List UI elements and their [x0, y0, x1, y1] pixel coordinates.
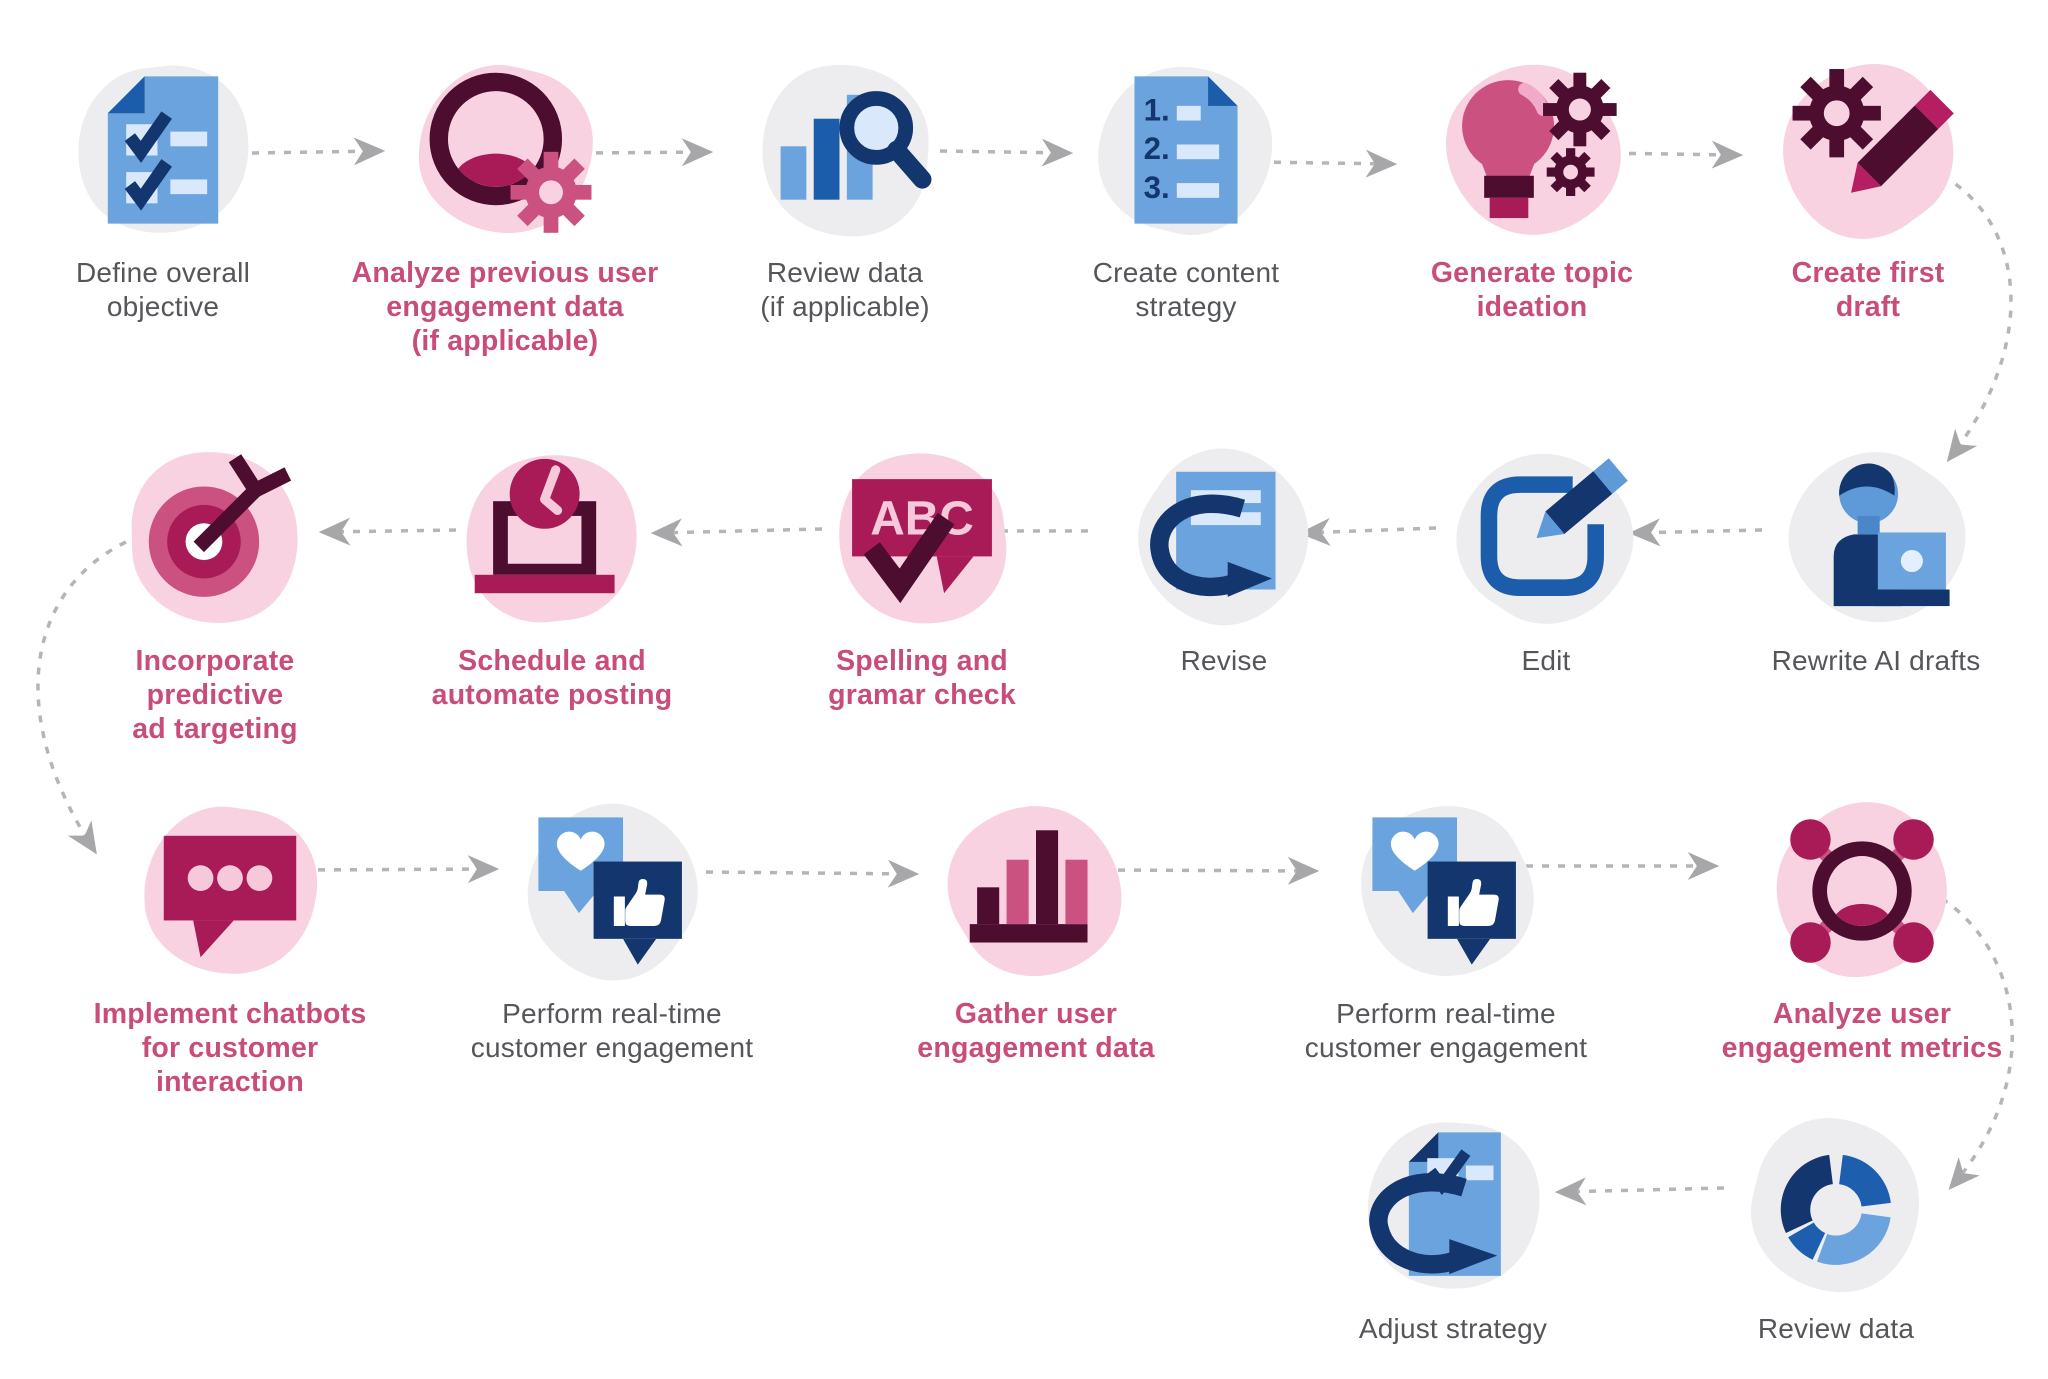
abc-check-bubble-icon: ABC — [839, 453, 1007, 624]
bar-chart-icon — [947, 806, 1122, 977]
step-label: Perform real-time customer engagement — [470, 998, 754, 1063]
step-label: Review data (if applicable) — [760, 257, 930, 322]
step-implement-chatbots: Implement chatbots for customer interact… — [30, 799, 430, 1100]
arrow-2-3 — [579, 138, 714, 167]
step-label: Gather user engagement data — [917, 998, 1155, 1065]
person-laptop-icon — [1788, 452, 1966, 623]
lightbulb-gears-icon — [1446, 64, 1621, 235]
arrow-5-6 — [1596, 140, 1744, 169]
arrow-6-7 — [1927, 166, 2013, 463]
arrow-10-11 — [650, 518, 823, 547]
svg-text:2.: 2. — [1144, 131, 1170, 166]
arrow-12-13 — [36, 540, 127, 855]
step-gather-engagement-data: Gather user engagement data — [836, 799, 1236, 1065]
step-review-data-2: Review data — [1636, 1114, 2036, 1346]
arrow-14-15 — [705, 859, 920, 888]
heart-thumbsup-bubbles-icon — [1361, 806, 1534, 976]
step-label: Implement chatbots for customer interact… — [93, 998, 367, 1099]
step-label: Spelling and gramar check — [828, 645, 1016, 712]
step-label: Generate topic ideation — [1430, 257, 1634, 324]
step-define-overall-objective: Define overall objective — [0, 58, 363, 323]
numbered-list-document-icon: 1. 2. 3. — [1098, 66, 1273, 236]
user-gear-icon — [418, 64, 593, 234]
arrow-11-12 — [318, 517, 457, 546]
person-network-icon — [1776, 802, 1947, 977]
step-label: Perform real-time customer engagement — [1304, 998, 1588, 1063]
arrow-15-16 — [1101, 856, 1320, 885]
svg-text:3.: 3. — [1144, 170, 1170, 205]
arrow-1-2 — [251, 137, 386, 166]
step-realtime-engagement-2: Perform real-time customer engagement — [1246, 799, 1646, 1064]
checklist-document-icon — [78, 65, 249, 233]
step-label: Edit — [1521, 645, 1571, 676]
document-check-loop-arrow-icon — [1367, 1122, 1540, 1289]
step-label: Analyze previous user engagement data (i… — [351, 257, 659, 358]
step-analyze-engagement-metrics: Analyze user engagement metrics — [1662, 799, 2048, 1065]
svg-text:1.: 1. — [1144, 93, 1170, 128]
arrow-4-5 — [1257, 149, 1398, 178]
chat-bubble-dots-icon — [144, 806, 318, 974]
step-label: Schedule and automate posting — [431, 645, 673, 712]
step-schedule-automate-posting: Schedule and automate posting — [352, 446, 752, 712]
step-analyze-previous-engagement: Analyze previous user engagement data (i… — [305, 58, 705, 359]
step-review-data-1: Review data (if applicable) — [645, 58, 1045, 323]
step-label: Review data — [1757, 1313, 1915, 1344]
step-create-content-strategy: 1. 2. 3. Create content strategy — [986, 58, 1386, 323]
step-label: Create content strategy — [1092, 257, 1280, 322]
arrow-7-8 — [1628, 518, 1763, 547]
step-label: Create first draft — [1791, 257, 1945, 324]
step-create-first-draft: Create first draft — [1668, 58, 2048, 324]
step-label: Define overall objective — [76, 257, 250, 322]
arrow-8-9 — [1298, 518, 1437, 546]
step-label: Incorporate predictive ad targeting — [132, 645, 298, 746]
laptop-clock-icon — [466, 455, 637, 623]
step-label: Revise — [1180, 645, 1268, 676]
step-adjust-strategy: Adjust strategy — [1253, 1114, 1653, 1346]
step-spelling-grammar-check: ABC Spelling and gramar check — [722, 446, 1122, 712]
step-label: Analyze user engagement metrics — [1721, 998, 2003, 1065]
step-label: Adjust strategy — [1358, 1313, 1548, 1344]
arrow-13-14 — [301, 855, 500, 884]
step-label: Rewrite AI drafts — [1771, 645, 1981, 676]
heart-thumbsup-bubbles-icon — [527, 803, 698, 981]
document-loop-arrow-icon — [1138, 448, 1309, 626]
arrow-18-19 — [1554, 1177, 1725, 1206]
gear-pencil-icon — [1783, 64, 1954, 239]
step-edit: Edit — [1346, 446, 1746, 678]
edit-pencil-square-icon — [1456, 453, 1634, 624]
step-realtime-engagement-1: Perform real-time customer engagement — [412, 799, 812, 1064]
step-rewrite-ai-drafts: Rewrite AI drafts — [1676, 446, 2048, 678]
donut-chart-icon — [1750, 1118, 1920, 1293]
step-generate-topic-ideation: Generate topic ideation — [1332, 58, 1732, 324]
step-predictive-ad-targeting: Incorporate predictive ad targeting — [15, 446, 415, 747]
target-dart-icon — [131, 452, 298, 623]
step-revise: Revise — [1024, 446, 1424, 678]
bar-chart-magnifier-icon — [762, 64, 932, 237]
arrow-3-4 — [939, 138, 1074, 167]
